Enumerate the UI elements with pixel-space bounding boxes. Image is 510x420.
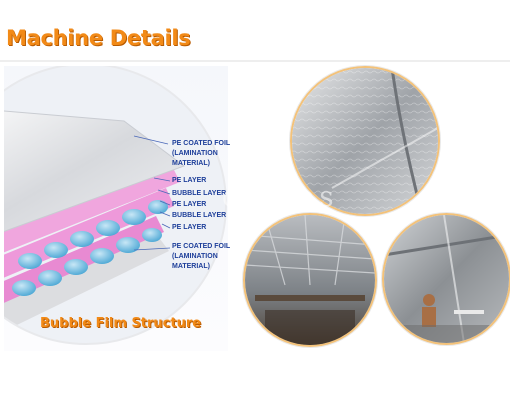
label-lamination-top: (LAMINATION [172,150,218,157]
foil-roof-photo [290,66,440,216]
label-material-top: MATERIAL) [172,160,210,167]
label-pe-layer-2: PE LAYER [172,201,207,208]
label-lamination-bottom: (LAMINATION [172,253,218,260]
label-pe-coated-foil-bottom: PE COATED FOIL [172,243,231,250]
worker-install-photo [382,213,510,345]
label-pe-layer-1: PE LAYER [172,177,207,184]
label-bubble-layer-2: BUBBLE LAYER [172,212,227,219]
upper-bubble-row [18,200,168,269]
label-material-bottom: MATERIAL) [172,263,210,270]
label-pe-coated-foil-top: PE COATED FOIL [172,140,231,147]
bubble-film-illustration [4,66,227,345]
label-bubble-layer-1: BUBBLE LAYER [172,190,227,197]
diagram-caption: Bubble Film Structure [40,316,202,331]
lower-bubble-row [12,228,162,296]
page-title: Machine Details [6,26,191,50]
label-pe-layer-3: PE LAYER [172,224,207,231]
bubble-film-diagram: PE COATED FOIL (LAMINATION MATERIAL) PE … [4,66,231,351]
header-divider [0,60,510,62]
warehouse-install-photo [243,213,377,347]
